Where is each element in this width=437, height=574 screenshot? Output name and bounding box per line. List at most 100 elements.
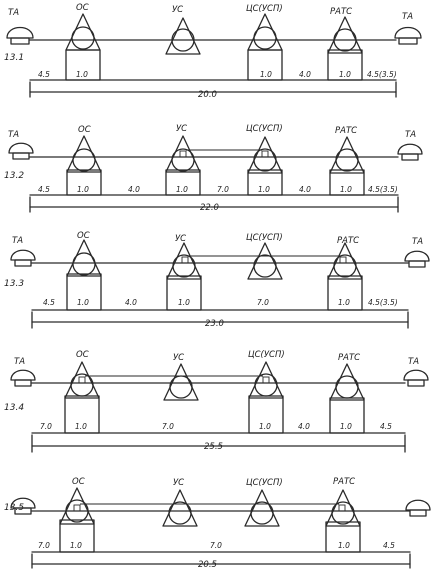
total-length: 23.0 <box>205 319 224 329</box>
triangle-station-icon <box>248 361 284 399</box>
segment-value: 1.0 <box>70 541 82 550</box>
segment-value: 7.0 <box>257 298 269 307</box>
station-box <box>65 49 101 81</box>
row-label: 13.4 <box>4 403 24 413</box>
station-label: ЦС(УСП) <box>248 350 285 360</box>
row-label: 13.1 <box>4 53 24 63</box>
telephone-icon <box>394 26 422 45</box>
segment-value: 4.0 <box>128 185 140 194</box>
segment-value: 4.0 <box>299 185 311 194</box>
switch-node <box>78 376 86 384</box>
row-13-3: 13.3 ТА ТА ОС УС ЦС(УСП) РАТС <box>4 231 430 329</box>
station-box <box>166 275 202 311</box>
station-label: ЦС(УСП) <box>246 233 283 243</box>
station-box <box>248 395 284 434</box>
segment-value: 1.0 <box>339 70 351 79</box>
station-box <box>329 397 365 434</box>
station-label: УС <box>172 5 183 15</box>
station-label: ОС <box>76 350 89 360</box>
row-label: 13.2 <box>4 171 24 181</box>
telephone-icon <box>405 499 431 517</box>
segment-value: 1.0 <box>338 541 350 550</box>
triangle-station-icon <box>59 487 95 525</box>
segment-value: 4.5 <box>38 70 50 79</box>
station-label: РАТС <box>330 7 352 17</box>
triangle-station-icon <box>65 13 101 51</box>
triangle-station-icon <box>247 13 283 51</box>
switch-node <box>338 504 346 512</box>
segment-value: 4.5 <box>43 298 55 307</box>
segment-value: 4.5(3.5) <box>368 185 398 194</box>
triangle-station-icon <box>247 242 283 280</box>
triangle-station-icon <box>329 363 365 401</box>
total-length: 20.5 <box>198 560 217 570</box>
station-label: УС <box>176 124 187 134</box>
triangle-station-icon <box>325 489 361 527</box>
station-box <box>327 49 363 81</box>
segment-value: 1.0 <box>75 422 87 431</box>
station-label: УС <box>173 353 184 363</box>
triangle-station-icon <box>327 242 363 280</box>
triangle-station-icon <box>166 242 202 280</box>
segment-value: 7.0 <box>40 422 52 431</box>
terminal-left-label: ТА <box>14 357 25 367</box>
station-label: ОС <box>72 477 85 487</box>
segment-value: 7.0 <box>38 541 50 550</box>
row-13-2: 13.2 ТА ТА ОС УС ЦС(УСП) РАТС <box>4 124 423 213</box>
triangle-station-icon <box>247 136 283 174</box>
station-box <box>64 395 100 434</box>
total-length: 25.5 <box>204 442 223 452</box>
segment-value: 4.5(3.5) <box>368 298 398 307</box>
terminal-right-label: ТА <box>402 12 413 22</box>
segment-value: 1.0 <box>340 185 352 194</box>
station-label: ОС <box>78 125 91 135</box>
station-box <box>329 169 365 196</box>
segment-value: 4.5 <box>383 541 395 550</box>
telephone-icon <box>8 142 34 160</box>
station-box <box>165 169 201 196</box>
telephone-icon <box>6 26 34 45</box>
segment-value: 1.0 <box>77 298 89 307</box>
triangle-station-icon <box>165 135 201 173</box>
triangle-station-icon <box>163 363 199 401</box>
total-length: 22.0 <box>200 203 219 213</box>
station-label: ОС <box>77 231 90 241</box>
segment-value: 1.0 <box>76 70 88 79</box>
row-13-5: 13.5 ОС УС ЦС(УСП) РАТС <box>4 477 431 570</box>
station-label: РАТС <box>337 236 359 246</box>
segment-value: 1.0 <box>178 298 190 307</box>
triangle-station-icon <box>64 361 100 399</box>
station-label: ЦС(УСП) <box>246 478 283 488</box>
telephone-icon <box>404 250 430 268</box>
segment-value: 1.0 <box>259 422 271 431</box>
station-label: РАТС <box>338 353 360 363</box>
station-label: РАТС <box>333 477 355 487</box>
segment-value: 4.5 <box>38 185 50 194</box>
terminal-left-label: ТА <box>8 130 19 140</box>
telephone-icon <box>403 369 429 387</box>
segment-value: 1.0 <box>260 70 272 79</box>
segment-value: 7.0 <box>210 541 222 550</box>
terminal-right-label: ТА <box>405 130 416 140</box>
segment-value: 4.5(3.5) <box>367 70 397 79</box>
segment-value: 4.5 <box>380 422 392 431</box>
row-13-1: 13.1 ТА ТА ОС УС ЦС(УСП) РАТС <box>4 3 422 100</box>
switch-node <box>179 150 187 158</box>
segment-value: 1.0 <box>258 185 270 194</box>
segment-value: 1.0 <box>340 422 352 431</box>
triangle-station-icon <box>66 239 102 277</box>
segment-value: 1.0 <box>338 298 350 307</box>
station-label: ОС <box>76 3 89 13</box>
triangle-station-icon <box>329 136 365 174</box>
station-label: УС <box>175 234 186 244</box>
station-label: РАТС <box>335 126 357 136</box>
segment-value: 7.0 <box>217 185 229 194</box>
row-13-4: 13.4 ТА ТА ОС УС ЦС(УСП) РАТС <box>4 350 429 453</box>
telephone-icon <box>397 143 423 161</box>
station-box <box>247 49 283 81</box>
triangle-station-icon <box>327 16 363 54</box>
terminal-right-label: ТА <box>412 237 423 247</box>
triangle-station-icon <box>165 17 201 55</box>
station-label: УС <box>173 478 184 488</box>
